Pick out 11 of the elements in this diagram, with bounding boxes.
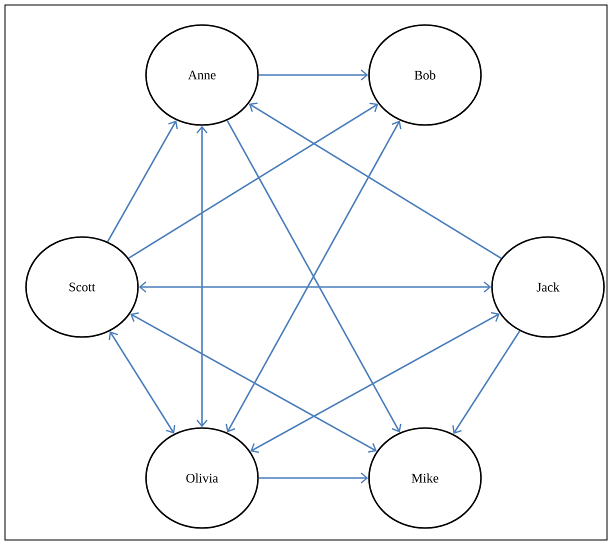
arrow	[196, 126, 208, 428]
arrow	[248, 102, 502, 259]
arrow	[452, 330, 520, 434]
arrow	[106, 120, 178, 242]
arrow	[130, 312, 377, 453]
arrow	[108, 331, 176, 434]
arrow	[128, 102, 378, 259]
arrow	[250, 312, 500, 453]
arrow	[258, 69, 368, 81]
arrow	[138, 281, 492, 293]
arrow	[258, 472, 368, 484]
